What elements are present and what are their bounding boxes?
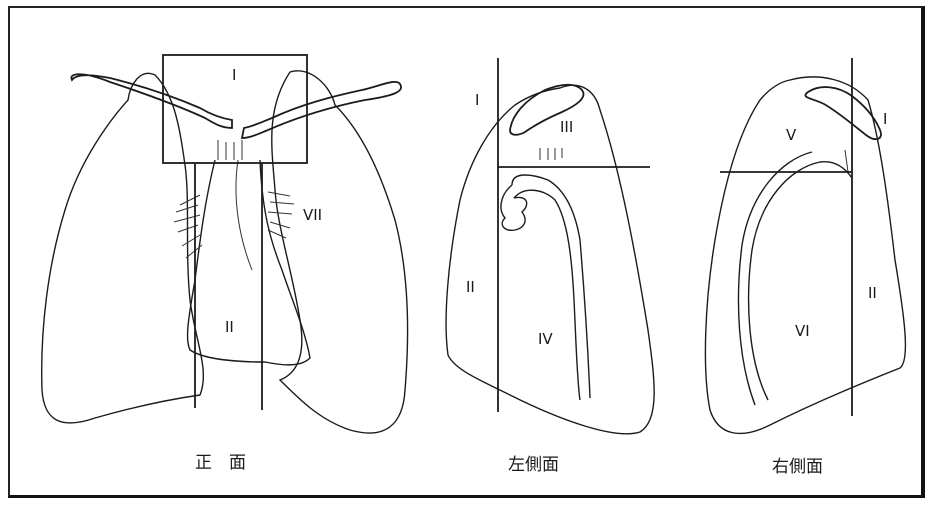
right-label-top-inner: V <box>786 126 797 144</box>
right-label-lower: VI <box>795 322 810 340</box>
right-side-view: I V II VI 右側面 <box>705 58 905 477</box>
left-label-top-left: I <box>475 91 479 109</box>
right-apex-clavicle <box>805 87 881 139</box>
left-aorta <box>512 175 590 398</box>
left-side-view: I III II IV 左側面 <box>446 58 654 475</box>
right-arch-crossbar <box>845 150 848 172</box>
right-label-side: II <box>868 284 877 302</box>
front-label-middle: II <box>225 318 234 336</box>
front-aortic-knob <box>236 160 252 270</box>
front-right-lung-outline <box>42 73 204 423</box>
caption-left-side: 左側面 <box>508 455 559 475</box>
front-clavicle-left <box>242 82 401 138</box>
right-label-top-right: I <box>883 110 887 128</box>
right-heart-arch <box>749 162 852 400</box>
left-label-lower: IV <box>538 330 553 348</box>
left-label-top-inner: III <box>560 118 573 136</box>
front-label-right: VII <box>303 206 322 224</box>
left-trachea-marks <box>540 148 562 160</box>
front-view: I II VII 正 面 <box>42 55 408 473</box>
left-lung-outline <box>446 85 654 434</box>
caption-front: 正 面 <box>195 453 246 473</box>
front-left-lung-outline <box>272 71 408 433</box>
left-label-side: II <box>466 278 475 296</box>
caption-right-side: 右側面 <box>772 457 823 477</box>
front-label-upper: I <box>232 66 236 84</box>
right-lung-outline <box>705 77 905 434</box>
front-clavicle-right <box>71 74 232 128</box>
left-aorta-inner <box>514 190 580 400</box>
front-trachea-lines <box>218 140 242 160</box>
